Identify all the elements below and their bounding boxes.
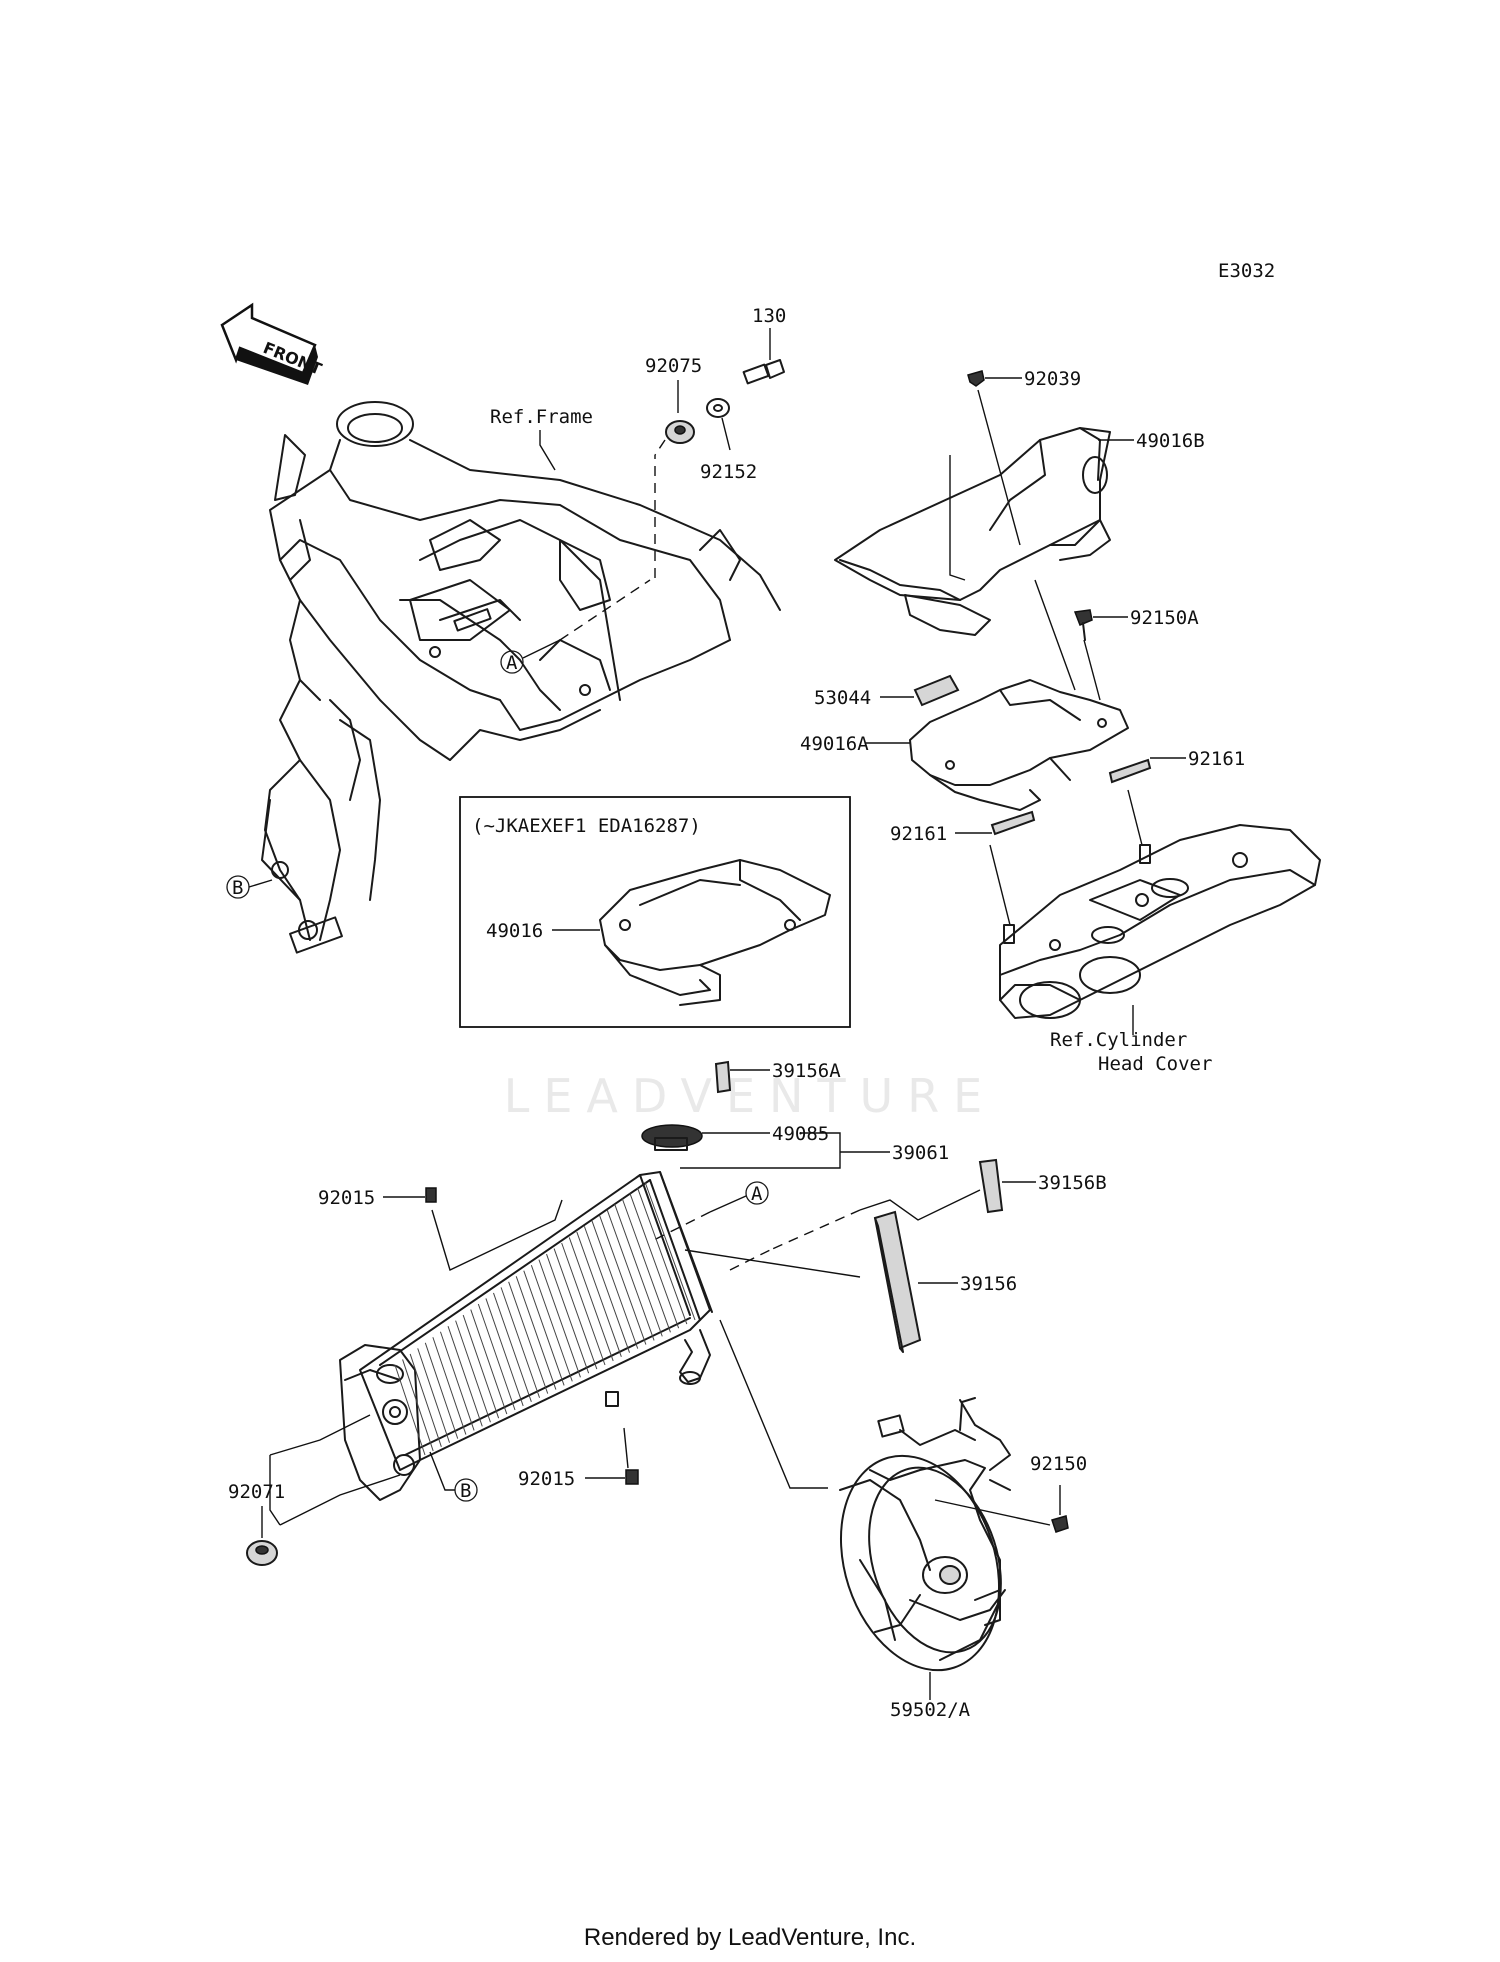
grommet-92075 [665,420,695,444]
label-92015-bottom: 92015 [518,1468,575,1490]
ref-frame-label: Ref.Frame [490,406,593,428]
ref-cylinder-label-1: Ref.Cylinder [1050,1029,1187,1051]
pad-92161-left [990,810,1036,836]
radiator-fin [394,1364,426,1456]
radiator-fin [606,1209,655,1341]
radiator-fin [546,1253,590,1374]
svg-text:B: B [232,877,243,899]
radiator-fin [417,1348,451,1443]
label-39061: 39061 [892,1142,949,1164]
radiator-fin [576,1231,622,1357]
radiator-fin [614,1204,663,1337]
label-49016B: 49016B [1136,430,1205,452]
label-92150: 92150 [1030,1453,1087,1475]
label-49085: 49085 [772,1123,829,1145]
radiator-fin [538,1259,581,1378]
radiator-fin [553,1248,598,1370]
watermark: LEADVENTURE [504,1069,997,1123]
marker-a-frame [500,650,524,674]
radiator-core [339,1171,713,1501]
radiator-fin [568,1237,614,1362]
heat-shield-49016A [909,679,1129,811]
label-39156: 39156 [960,1273,1017,1295]
collar-92152 [706,398,730,418]
clip-92039 [967,370,985,387]
label-92015-top: 92015 [318,1187,375,1209]
radiator-fin [477,1303,516,1411]
bolt-92150A [1073,609,1093,641]
radiator-fin [561,1242,606,1366]
radiator-fin [470,1309,508,1415]
heat-shield-49016B [834,427,1111,636]
radiator-fin [530,1265,573,1382]
radiator-fin [447,1326,483,1427]
radiator-fin [462,1314,500,1419]
radiator-fin [591,1220,639,1349]
radiator-fin [523,1270,565,1386]
clip-92015-bottom [605,1391,639,1485]
seal-39156B [978,1158,1004,1214]
radiator-fin [500,1287,541,1398]
svg-text:B: B [460,1480,471,1502]
radiator-fin [583,1226,631,1353]
svg-text:A: A [506,652,518,674]
frame-illustration [261,401,781,954]
radiator-fin [439,1331,475,1431]
label-39156B: 39156B [1038,1172,1107,1194]
radiator-fin [621,1198,671,1333]
label-39156A: 39156A [772,1060,841,1082]
inset-box [459,796,851,1028]
ref-cylinder-label-2: Head Cover [1098,1053,1212,1075]
front-arrow-icon: FRONT [220,302,324,385]
radiator-fin [508,1281,549,1394]
heat-shield-49016 [599,859,831,1006]
radiator-fin [515,1276,557,1390]
radiator-fin [629,1192,680,1329]
grommet-92071 [246,1540,278,1566]
label-92039: 92039 [1024,368,1081,390]
diagram-code: E3032 [1218,260,1275,282]
radiator-fin [402,1359,434,1452]
label-92161-right: 92161 [1188,748,1245,770]
radiator-fin [409,1353,442,1447]
label-92150A: 92150A [1130,607,1199,629]
label-59502: 59502/A [890,1699,971,1721]
clip-92015-top [425,1187,437,1203]
bolt-92150 [1051,1515,1069,1533]
pad-53044 [913,674,960,707]
label-49016: 49016 [486,920,543,942]
radiator-fin [455,1320,491,1423]
label-92161-left: 92161 [890,823,947,845]
label-49016A: 49016A [800,733,869,755]
marker-a-radiator [745,1181,769,1205]
label-92152: 92152 [700,461,757,483]
label-53044: 53044 [814,687,871,709]
label-92075: 92075 [645,355,702,377]
cylinder-head-cover [999,824,1321,1019]
seal-39156 [873,1210,922,1353]
footer-credit: Rendered by LeadVenture, Inc. [583,1924,917,1951]
label-92071: 92071 [228,1481,285,1503]
pad-92161-right [1108,758,1152,784]
bolt-130 [742,359,785,385]
radiator-fin [599,1215,647,1345]
seal-39156A [714,1060,732,1094]
radiator-cap-49085 [641,1124,703,1151]
radiator-fin [644,1181,696,1321]
radiator-fin [493,1292,532,1402]
label-130: 130 [752,305,786,327]
radiator-fin [432,1337,467,1435]
radiator-fin [424,1342,459,1439]
radiator-fin [485,1298,524,1407]
inset-caption: (~JKAEXEF1 EDA16287) [472,815,701,837]
radiator-fin [636,1187,688,1325]
svg-text:A: A [751,1183,763,1205]
cooling-fan-59502 [839,1397,1011,1672]
